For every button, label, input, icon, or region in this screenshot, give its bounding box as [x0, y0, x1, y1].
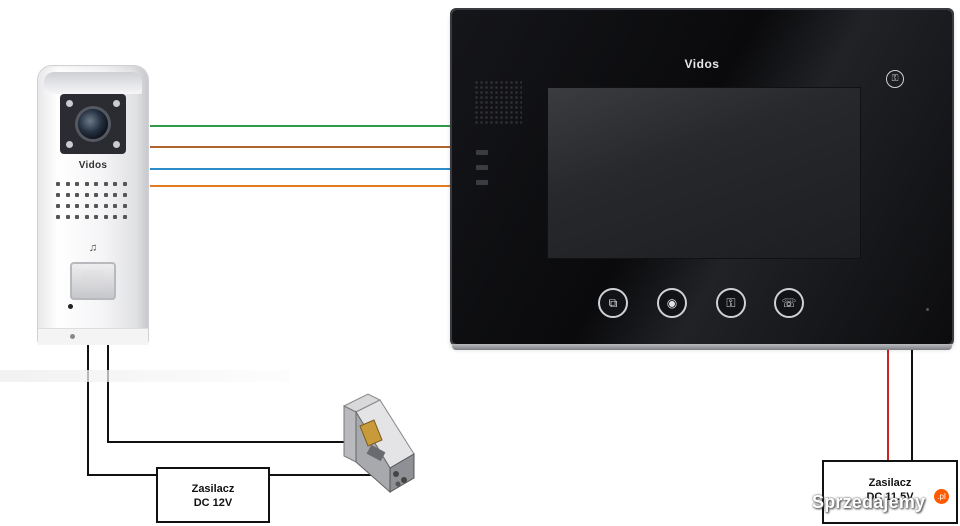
monitor-bottom-edge [452, 344, 952, 350]
electric-strike-lock-icon [342, 393, 415, 494]
monitor-brand-label: Vidos [684, 57, 720, 71]
psu-voltage: DC 11.5V [866, 491, 914, 503]
watermark-badge: .pl [934, 489, 949, 504]
camera-view-icon: ⧉ [608, 296, 618, 310]
camera-module [60, 94, 126, 154]
camera-lens-icon [78, 109, 108, 139]
ir-led [66, 100, 73, 107]
monitor-speaker-grille [474, 80, 522, 124]
psu-label: Zasilacz [868, 477, 912, 489]
monitor-menu-button[interactable]: ◉ [657, 288, 687, 318]
wire-lock-feed [107, 344, 360, 443]
outdoor-panel: Vidos ♫ [38, 66, 148, 345]
status-leds [476, 150, 488, 195]
unlock-gate-icon[interactable]: ⚿ [886, 70, 904, 88]
ir-led [66, 141, 73, 148]
background-strip [0, 370, 290, 382]
call-button[interactable] [70, 262, 116, 300]
monitor-unlock-button[interactable]: ⚿ [716, 288, 746, 318]
handset-talk-icon: ☏ [781, 296, 797, 310]
monitor-view-button[interactable]: ⧉ [598, 288, 628, 318]
monitor-talk-button[interactable]: ☏ [774, 288, 804, 318]
monitor-screen [548, 88, 860, 258]
panel-base [38, 328, 148, 345]
psu-voltage: DC 12V [193, 497, 233, 509]
psu-label: Zasilacz [191, 483, 235, 495]
watermark-text: Sprzedajemy [812, 492, 926, 512]
panel-brand-label: Vidos [78, 160, 108, 171]
record-circle-icon: ◉ [666, 296, 678, 310]
panel-hood [44, 72, 142, 94]
microphone-icon [68, 304, 73, 309]
indoor-monitor: Vidos ⚿ ⧉ ◉ ⚿ ☏ [452, 10, 952, 350]
speaker-grille [56, 182, 130, 222]
key-icon: ⚿ [726, 296, 736, 310]
power-supply-12v: Zasilacz DC 12V [156, 467, 270, 523]
reset-pinhole [926, 308, 929, 311]
screw-icon [70, 334, 75, 339]
ir-led [113, 100, 120, 107]
ir-led [113, 141, 120, 148]
bell-icon: ♫ [88, 242, 98, 254]
wire-psu-feed [87, 344, 156, 476]
